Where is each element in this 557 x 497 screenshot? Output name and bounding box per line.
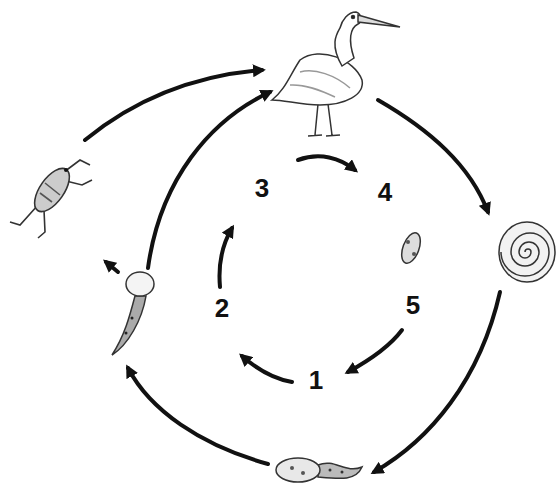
frog-drawing — [10, 160, 92, 238]
callout-number-holder: 5 — [406, 292, 420, 318]
cycle-arrows — [85, 70, 500, 472]
callout-number: 5 — [406, 292, 420, 318]
snail-drawing — [499, 222, 555, 282]
callout-number-holder: 3 — [255, 175, 269, 201]
metacercaria-drawing — [398, 230, 424, 266]
cercaria-drawing — [112, 272, 154, 355]
callout-number-holder: 1 — [309, 367, 323, 393]
larva-drawing — [276, 458, 362, 482]
egret-drawing — [272, 12, 400, 136]
callout-number: 3 — [255, 175, 269, 201]
inner-arrows — [220, 156, 403, 382]
callout-number: 1 — [309, 367, 323, 393]
callout-number: 2 — [215, 295, 229, 321]
callout-number: 4 — [378, 179, 392, 205]
callout-number-holder: 4 — [378, 179, 392, 205]
callout-number-holder: 2 — [215, 295, 229, 321]
